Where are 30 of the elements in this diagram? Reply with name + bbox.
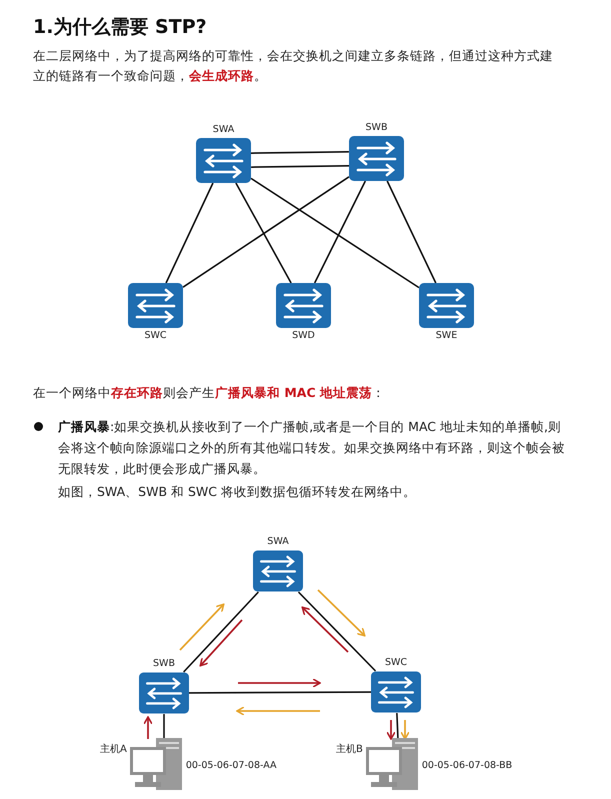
- host-label: 主机A: [100, 742, 127, 756]
- figure-note: 如图，SWA、SWB 和 SWC 将收到数据包循环转发在网络中。: [58, 483, 417, 501]
- connector-line: [182, 176, 350, 288]
- switch-label: SWA: [212, 123, 234, 137]
- connector-line: [251, 165, 350, 168]
- connector-line: [235, 182, 292, 284]
- connector-line: [163, 714, 165, 738]
- switch-label: SWD: [292, 329, 315, 343]
- intro-paragraph: 在二层网络中，为了提高网络的可靠性，会在交换机之间建立多条链路，但通过这种方式建立的链路有一个致命问题，会生成环路。: [33, 47, 554, 85]
- connector-line: [250, 151, 349, 154]
- switch-label: SWE: [436, 329, 458, 343]
- mac-address: 00-05-06-07-08-BB: [422, 760, 512, 771]
- connector-line: [165, 182, 214, 284]
- connector-line: [298, 591, 376, 672]
- section-paragraph: 在一个网络中存在环路则会产生广播风暴和 MAC 地址震荡：: [33, 384, 386, 402]
- switch-label: SWB: [366, 121, 388, 135]
- connector-line: [314, 180, 366, 284]
- connector-line: [250, 178, 420, 288]
- connector-line: [396, 712, 399, 738]
- host-label: 主机B: [336, 742, 363, 756]
- connector-line: [189, 691, 371, 694]
- connector-line: [386, 180, 436, 284]
- mac-address: 00-05-06-07-08-AA: [186, 760, 276, 771]
- switch-label: SWA: [267, 535, 289, 549]
- title: 1.为什么需要 STP?: [33, 15, 207, 40]
- connector-line: [183, 591, 259, 673]
- switch-label: SWC: [144, 329, 167, 343]
- switch-label: SWB: [153, 657, 175, 671]
- switch-label: SWC: [384, 656, 408, 670]
- bullet-paragraph: 广播风暴:如果交换机从接收到了一个广播帧,或者是一个目的 MAC 地址未知的单播帧,则会将这个帧向除源端口之外的所有其他端口转发。如果交换网络中有环路，则这个帧会被无限转发，此时便会形成广播风暴。: [58, 418, 566, 478]
